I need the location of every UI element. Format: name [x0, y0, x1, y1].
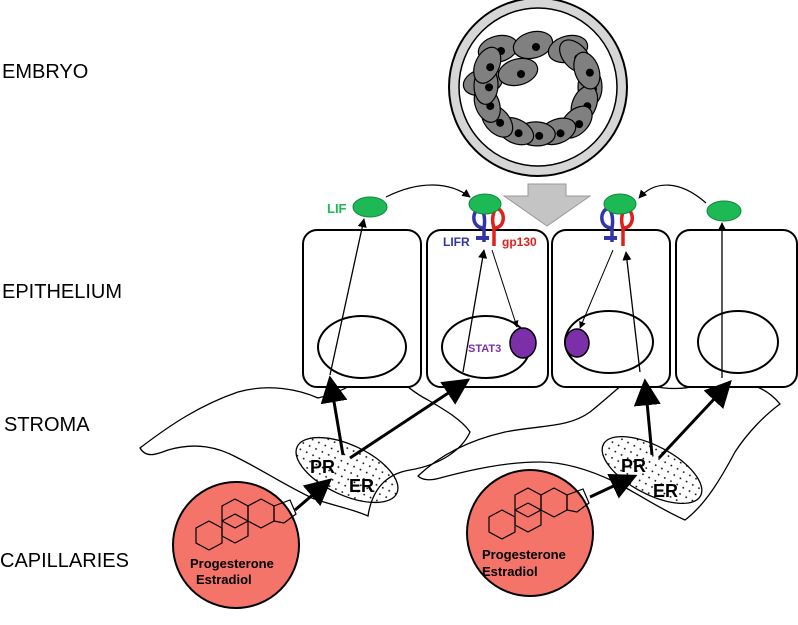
- embryo-cell-nucleus: [532, 43, 540, 51]
- embryo-cell-nucleus: [517, 70, 525, 78]
- estradiol-label-left: Estradiol: [196, 572, 252, 587]
- epithelial-cell-1: [302, 229, 422, 388]
- epithelial-cell-2: [426, 229, 549, 388]
- lif-diffusion-arrow-right: [638, 184, 707, 204]
- stroma-signal-arrow-2: [349, 378, 471, 460]
- capillary-right: Progesterone Estradiol: [466, 469, 594, 597]
- embryo-cell-nucleus: [485, 83, 494, 92]
- embryo-cell-nucleus: [514, 129, 523, 138]
- stat3-dot-cell3: [564, 328, 590, 358]
- lif-diffusion-arrow-left: [385, 184, 471, 198]
- hormone-arrow-right: [589, 474, 638, 499]
- pr-label-right: PR: [621, 456, 646, 476]
- lifr-label: LIFR: [443, 235, 470, 249]
- steroid-structure-icon: [488, 487, 590, 540]
- stat3-activation-arrow-left: [491, 249, 519, 328]
- nucleus-4: [697, 310, 779, 374]
- pr-label-left: PR: [310, 457, 335, 477]
- hormone-arrow-left: [294, 478, 333, 512]
- embryo-cell-nucleus: [535, 131, 544, 140]
- lif-molecule-1: [352, 196, 388, 218]
- stromal-cell-right: [601, 435, 703, 505]
- embryo-cell-nucleus: [496, 118, 505, 127]
- stroma-outline-right: [417, 377, 781, 521]
- stat3-label: STAT3: [468, 343, 501, 355]
- estradiol-label-right: Estradiol: [482, 564, 538, 579]
- stromal-cell-left: [295, 436, 399, 504]
- label-stroma: STROMA: [4, 414, 90, 436]
- stroma-signal-arrow-1: [320, 375, 348, 456]
- lif-secretion-arrow-2: [462, 249, 488, 373]
- lif-secretion-arrow-3: [622, 251, 641, 373]
- er-label-right: ER: [653, 481, 678, 501]
- lif-secretion-arrow-1: [329, 218, 367, 376]
- stroma-outline-left: [139, 361, 471, 517]
- embryo-cell-nucleus: [486, 63, 495, 72]
- progesterone-label-left: Progesterone: [190, 556, 274, 571]
- lif-molecule-4: [706, 200, 742, 222]
- epithelial-cell-4: [675, 229, 798, 388]
- embryo-cell-nucleus: [575, 120, 584, 129]
- gp130-label: gp130: [502, 235, 537, 249]
- label-embryo: EMBRYO: [2, 61, 88, 83]
- implantation-arrow: [502, 183, 592, 227]
- embryo-cell-nucleus: [556, 129, 565, 138]
- stat3-dot-cell2: [509, 327, 537, 359]
- stroma-signal-arrow-3: [633, 378, 661, 456]
- stroma-signal-arrow-4: [657, 380, 732, 460]
- embryo-blastocyst: [448, 0, 628, 177]
- capillary-left: Progesterone Estradiol: [172, 481, 300, 609]
- lif-molecule-bound-left: [468, 193, 502, 215]
- er-label-left: ER: [349, 476, 374, 496]
- label-epithelium: EPITHELIUM: [2, 281, 122, 303]
- lif-label: LIF: [327, 201, 347, 216]
- stat3-activation-arrow-right: [579, 249, 614, 329]
- embryo-cell-group: [462, 30, 603, 147]
- label-capillaries: CAPILLARIES: [0, 550, 129, 572]
- steroid-structure-icon: [195, 498, 297, 551]
- lif-molecule-bound-right: [603, 193, 637, 215]
- progesterone-label-right: Progesterone: [482, 547, 566, 562]
- embryo-cell-nucleus: [585, 68, 594, 77]
